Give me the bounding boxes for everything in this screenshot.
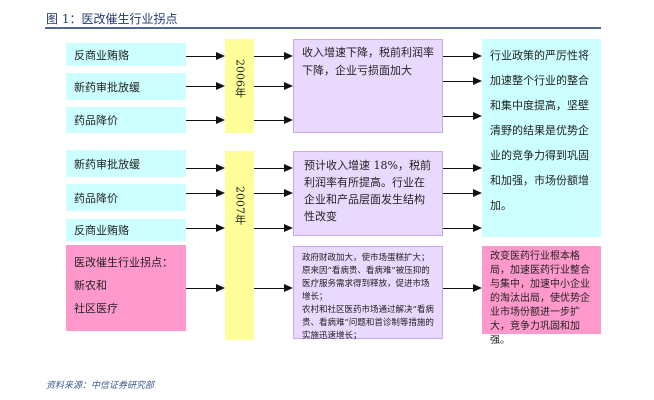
- arrow-head-icon: [284, 284, 293, 292]
- factor-box: 药品降价: [66, 184, 186, 211]
- connector-line: [254, 168, 284, 169]
- arrow-head-icon: [216, 164, 225, 172]
- catalyst-line: 医改催生行业拐点：: [74, 256, 173, 269]
- connector-line: [443, 56, 473, 57]
- connector-line: [254, 86, 284, 87]
- year-box-2007: 2007年: [225, 151, 254, 340]
- year-label: 2006年: [233, 59, 247, 98]
- connector-line: [186, 228, 216, 229]
- arrow-head-icon: [216, 82, 225, 90]
- outcome-box-1: 行业政策的严厉性将加速整个行业的整合和集中度提高，坚壁清野的结果是优势企业的竞争…: [482, 39, 601, 237]
- arrow-head-icon: [216, 224, 225, 232]
- catalyst-effect-text: 政府财政加大，使市场蛋糕扩大；原来因“看病贵、看病难”被压抑的医疗服务需求得到释…: [302, 253, 430, 302]
- catalyst-line: 社区医疗: [74, 302, 118, 315]
- factor-box: 反商业贿赂: [66, 219, 186, 241]
- factor-box: 反商业贿赂: [66, 43, 186, 66]
- connector-line: [186, 56, 216, 57]
- connector-line: [254, 288, 284, 289]
- connector-line: [443, 116, 473, 117]
- connector-line: [186, 120, 216, 121]
- connector-line: [443, 228, 473, 229]
- arrow-head-icon: [216, 189, 225, 197]
- arrow-head-icon: [284, 52, 293, 60]
- arrow-head-icon: [473, 77, 482, 85]
- connector-line: [254, 56, 284, 57]
- arrow-head-icon: [473, 52, 482, 60]
- connector-line: [443, 288, 473, 289]
- arrow-head-icon: [216, 52, 225, 60]
- arrow-head-icon: [284, 224, 293, 232]
- connector-line: [254, 228, 284, 229]
- arrow-head-icon: [473, 224, 482, 232]
- catalyst-line: 新农和: [74, 279, 107, 292]
- connector-line: [443, 81, 473, 82]
- arrow-head-icon: [216, 116, 225, 124]
- source-note: 资料来源：中信证券研究部: [46, 381, 155, 391]
- connector-line: [186, 168, 216, 169]
- factor-box: 新药审批放缓: [66, 150, 186, 177]
- year-box-2006: 2006年: [225, 39, 254, 133]
- arrow-head-icon: [473, 164, 482, 172]
- factor-box: 新药审批放缓: [66, 73, 186, 100]
- connector-line: [443, 168, 473, 169]
- connector-line: [254, 120, 284, 121]
- arrow-head-icon: [216, 284, 225, 292]
- arrow-head-icon: [473, 112, 482, 120]
- connector-line: [254, 193, 284, 194]
- connector-line: [443, 193, 473, 194]
- connector-line: [186, 288, 216, 289]
- catalyst-effect-box: 政府财政加大，使市场蛋糕扩大；原来因“看病贵、看病难”被压抑的医疗服务需求得到释…: [293, 246, 443, 341]
- arrow-head-icon: [284, 82, 293, 90]
- arrow-head-icon: [473, 284, 482, 292]
- figure-title: 图 1：医改催生行业拐点: [46, 12, 178, 26]
- arrow-head-icon: [284, 116, 293, 124]
- arrow-head-icon: [473, 189, 482, 197]
- connector-line: [186, 193, 216, 194]
- catalyst-effect-text: 农村和社区医药市场通过解决“看病贵、看病难”问题和首诊制等措施的实施迅速增长；: [302, 305, 434, 341]
- effect-box-2006: 收入增速下降，税前利润率下降，企业亏损面加大: [293, 39, 443, 133]
- year-label: 2007年: [233, 186, 247, 225]
- connector-line: [186, 86, 216, 87]
- effect-box-2007: 预计收入增速 18%，税前利润率有所提高。行业在企业和产品层面发生结构性改变: [293, 151, 443, 236]
- arrow-head-icon: [284, 189, 293, 197]
- outcome-box-2: 改变医药行业根本格局，加速医药行业整合与集中，加速中小企业的淘汰出局，使优势企业…: [482, 246, 601, 346]
- arrow-head-icon: [284, 164, 293, 172]
- catalyst-box: 医改催生行业拐点： 新农和 社区医疗: [66, 245, 186, 331]
- factor-box: 药品降价: [66, 107, 186, 133]
- title-rule: [45, 27, 601, 29]
